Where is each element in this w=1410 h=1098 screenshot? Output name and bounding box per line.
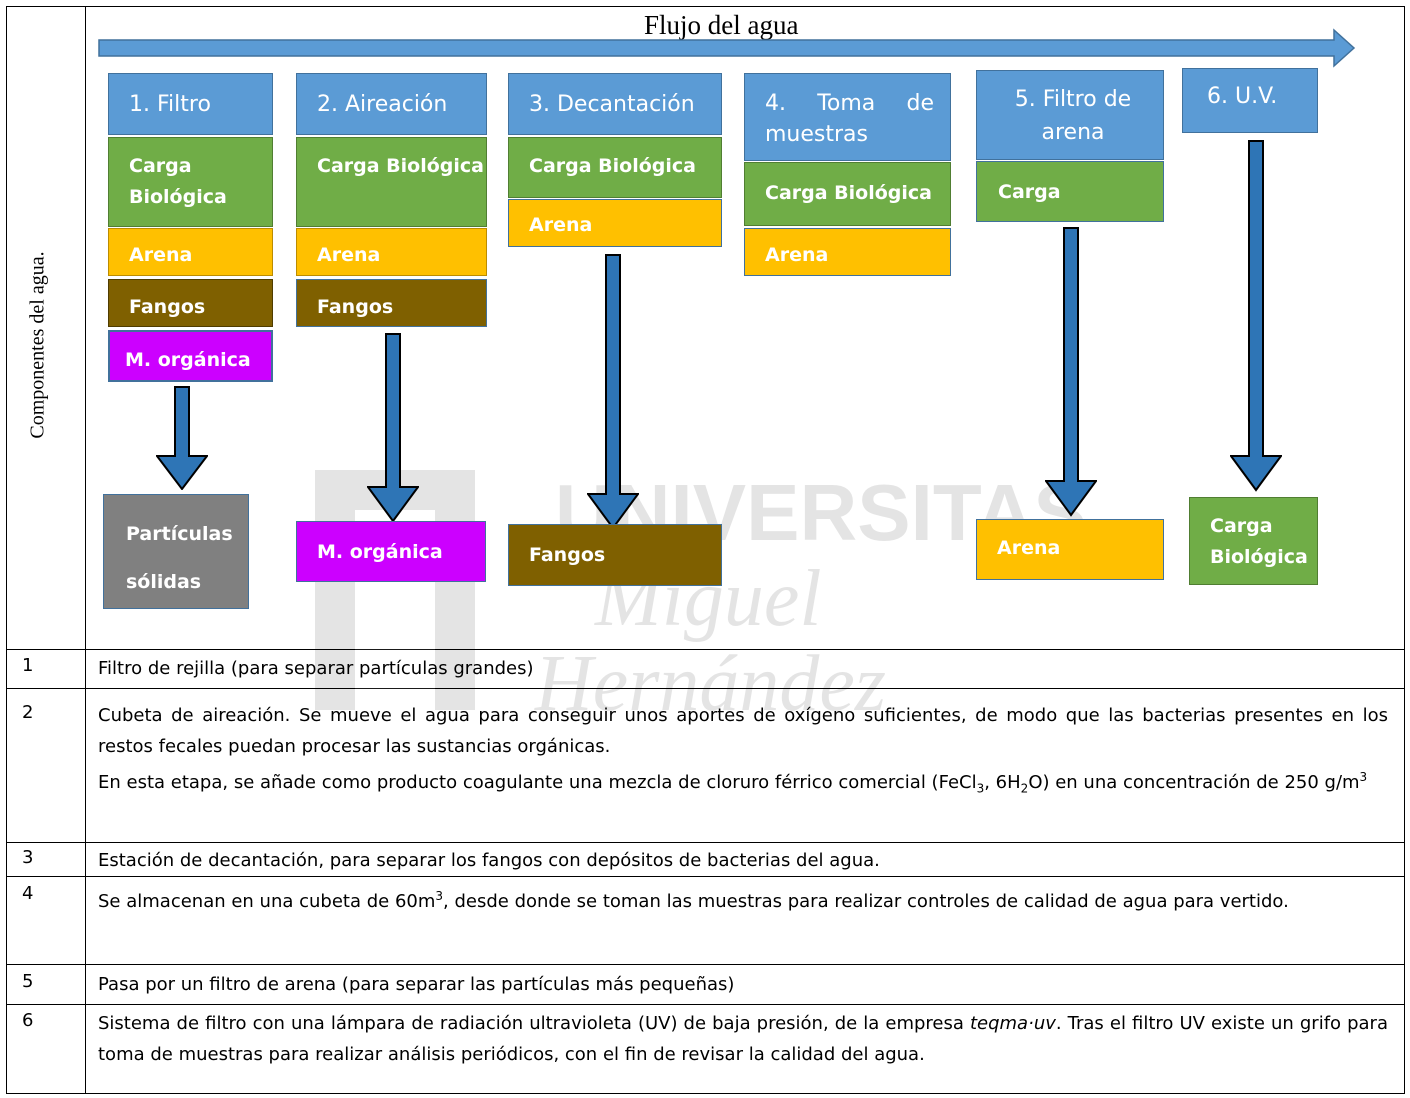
down-arrow (367, 333, 419, 523)
stage-2-carga-biologica: Carga Biológica (296, 137, 487, 227)
flow-title: Flujo del agua (644, 10, 799, 40)
row-divider (6, 649, 1405, 650)
description-text: , desde donde se toman las muestras para… (443, 891, 1289, 912)
stage-3-arena: Arena (508, 199, 722, 247)
side-label: Componentes del agua. (26, 251, 49, 439)
stage-1-carga-biologica: Carga Biológica (108, 137, 273, 227)
description-text: Se almacenan en una cubeta de 60m (98, 891, 436, 912)
stage-3-carga-biologica: Carga Biológica (508, 137, 722, 198)
stage-2-output-materia-organica: M. orgánica (296, 521, 486, 582)
stage-5-carga-biologica: Carga Biológica (976, 161, 1164, 263)
row-divider (6, 688, 1405, 689)
description-text: Sistema de filtro con una lámpara de rad… (98, 1013, 970, 1034)
stage-6-output-carga-biologica: Carga Biológica (1189, 497, 1318, 585)
company-name: teqma·uv (969, 1013, 1056, 1034)
row-number: 3 (22, 847, 34, 868)
flow-arrow (98, 28, 1356, 68)
row-number: 1 (22, 655, 34, 676)
down-arrow (587, 254, 639, 530)
stage-header-label: 4. Toma de muestras (765, 91, 934, 147)
row-description: Estación de decantación, para separar lo… (98, 845, 1388, 876)
stage-1-output-particulas: Partículas sólidas (103, 494, 249, 609)
description-text: O) en una concentración de 250 g/m (1028, 772, 1360, 793)
stage-3-header: 3. Decantación (508, 73, 722, 135)
description-text: Estación de decantación, para separar lo… (98, 850, 880, 871)
stage-2-fangos: Fangos (296, 279, 487, 327)
description-text: Filtro de rejilla (para separar partícul… (98, 658, 534, 679)
row-description: Se almacenan en una cubeta de 60m3, desd… (98, 881, 1388, 917)
row-description: Pasa por un filtro de arena (para separa… (98, 969, 1388, 1000)
description-text: En esta etapa, se añade como producto co… (98, 772, 977, 793)
subscript: 3 (976, 781, 985, 796)
stage-4-header: 4. Toma de muestras (744, 73, 951, 161)
stage-3-output-fangos: Fangos (508, 524, 722, 586)
down-arrow (156, 386, 208, 490)
row-number: 6 (22, 1010, 34, 1031)
stage-5-header: 5. Filtro de arena (976, 70, 1164, 160)
row-divider (6, 964, 1405, 965)
output-label: Carga Biológica (1210, 515, 1308, 568)
description-text: . Tras el filtro UV existe un grifo para… (98, 1013, 1388, 1065)
row-description: Cubeta de aireación. Se mueve el agua pa… (98, 700, 1388, 805)
description-text: , 6H (984, 772, 1021, 793)
down-arrow (1045, 227, 1097, 517)
row-number: 5 (22, 971, 34, 992)
stage-1-arena: Arena (108, 228, 273, 276)
stage-1-materia-organica: M. orgánica (108, 330, 273, 382)
superscript: 3 (435, 889, 444, 903)
subscript: 2 (1020, 781, 1029, 796)
row-number: 4 (22, 883, 34, 904)
table-frame (6, 6, 1405, 1094)
row-divider (6, 876, 1405, 877)
stage-2-arena: Arena (296, 228, 487, 276)
stage-1-header: 1. Filtro (108, 73, 273, 135)
output-label: Partículas sólidas (126, 523, 233, 593)
stage-1-fangos: Fangos (108, 279, 273, 327)
column-divider (85, 6, 86, 1094)
down-arrow (1230, 140, 1282, 492)
description-text: Pasa por un filtro de arena (para separa… (98, 974, 735, 995)
row-divider (6, 1004, 1405, 1005)
row-divider (6, 842, 1405, 843)
row-number: 2 (22, 702, 34, 723)
superscript: 3 (1359, 770, 1368, 784)
row-description: Sistema de filtro con una lámpara de rad… (98, 1008, 1388, 1070)
row-description: Filtro de rejilla (para separar partícul… (98, 653, 1388, 684)
stage-header-label: 5. Filtro de arena (1014, 87, 1132, 145)
stage-6-header: 6. U.V. (1182, 68, 1318, 133)
component-label: Carga Biológica (129, 155, 227, 208)
stage-5-output-arena: Arena (976, 519, 1164, 580)
description-text: Cubeta de aireación. Se mueve el agua pa… (98, 705, 1388, 757)
stage-4-arena: Arena (744, 228, 951, 276)
stage-2-header: 2. Aireación (296, 73, 487, 135)
stage-4-carga-biologica: Carga Biológica (744, 162, 951, 226)
